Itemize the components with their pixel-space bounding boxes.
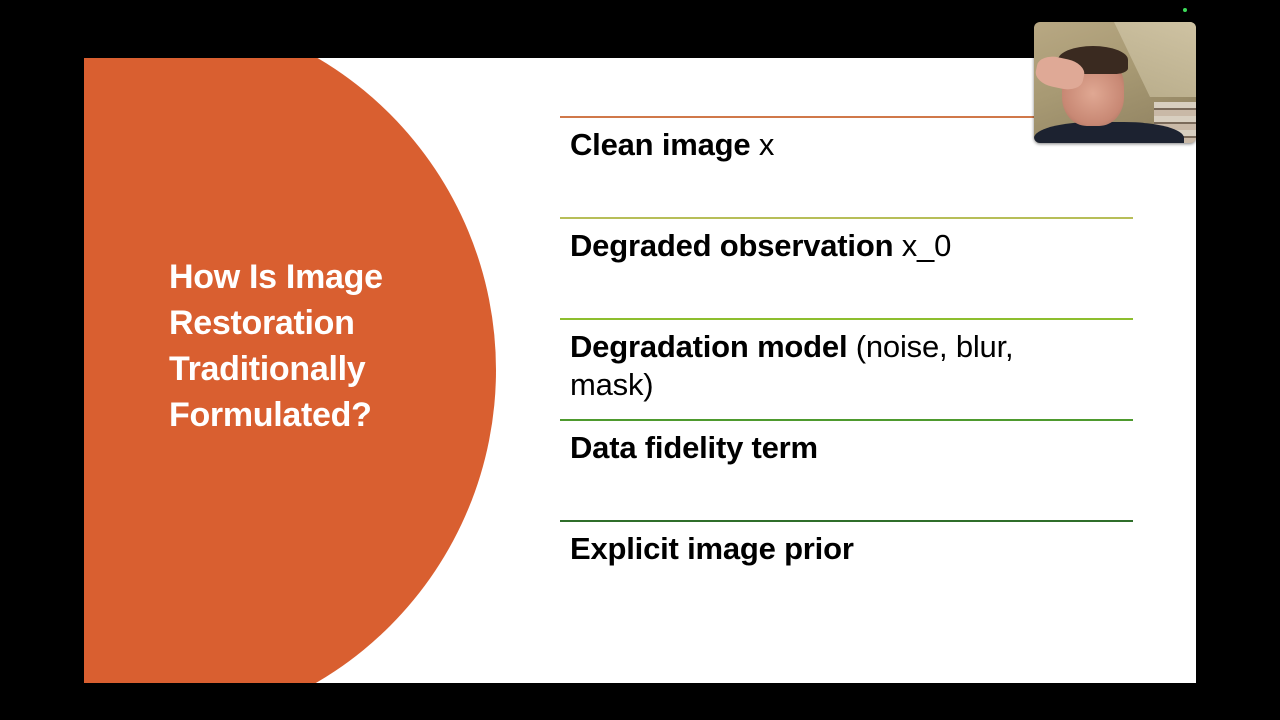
list-item-text: Explicit image prior (570, 530, 1090, 568)
presentation-slide: How Is Image Restoration Traditionally F… (84, 58, 1196, 683)
item-term: Degraded observation (570, 228, 894, 263)
list-item: Data fidelity term (560, 419, 1133, 520)
list-item: Degraded observation x_0 (560, 217, 1133, 318)
presenter-webcam[interactable] (1034, 22, 1196, 143)
item-term: Explicit image prior (570, 531, 854, 566)
item-term: Degradation model (570, 329, 848, 364)
list-item: Explicit image prior (560, 520, 1133, 621)
list-item: Clean image x (560, 116, 1133, 217)
title-line: How Is Image (169, 258, 383, 296)
title-line: Formulated? (169, 396, 372, 434)
item-detail: (noise, blur, mask) (570, 329, 1014, 402)
accent-circle (84, 58, 496, 683)
item-detail: x_0 (893, 228, 952, 263)
item-detail: x (750, 127, 775, 162)
list-item-text: Data fidelity term (570, 429, 1090, 467)
list-item-text: Degradation model (noise, blur, mask) (570, 328, 1090, 404)
presenter-body (1034, 122, 1184, 143)
list-item: Degradation model (noise, blur, mask) (560, 318, 1133, 419)
bullet-list: Clean image x Degraded observation x_0 D… (560, 116, 1133, 621)
recording-indicator-icon (1183, 8, 1187, 12)
item-term: Data fidelity term (570, 430, 818, 465)
item-term: Clean image (570, 127, 751, 162)
slide-title: How Is Image Restoration Traditionally F… (169, 254, 469, 438)
list-item-text: Clean image x (570, 126, 1090, 164)
title-line: Restoration (169, 304, 355, 342)
title-line: Traditionally (169, 350, 366, 388)
list-item-text: Degraded observation x_0 (570, 227, 1090, 265)
